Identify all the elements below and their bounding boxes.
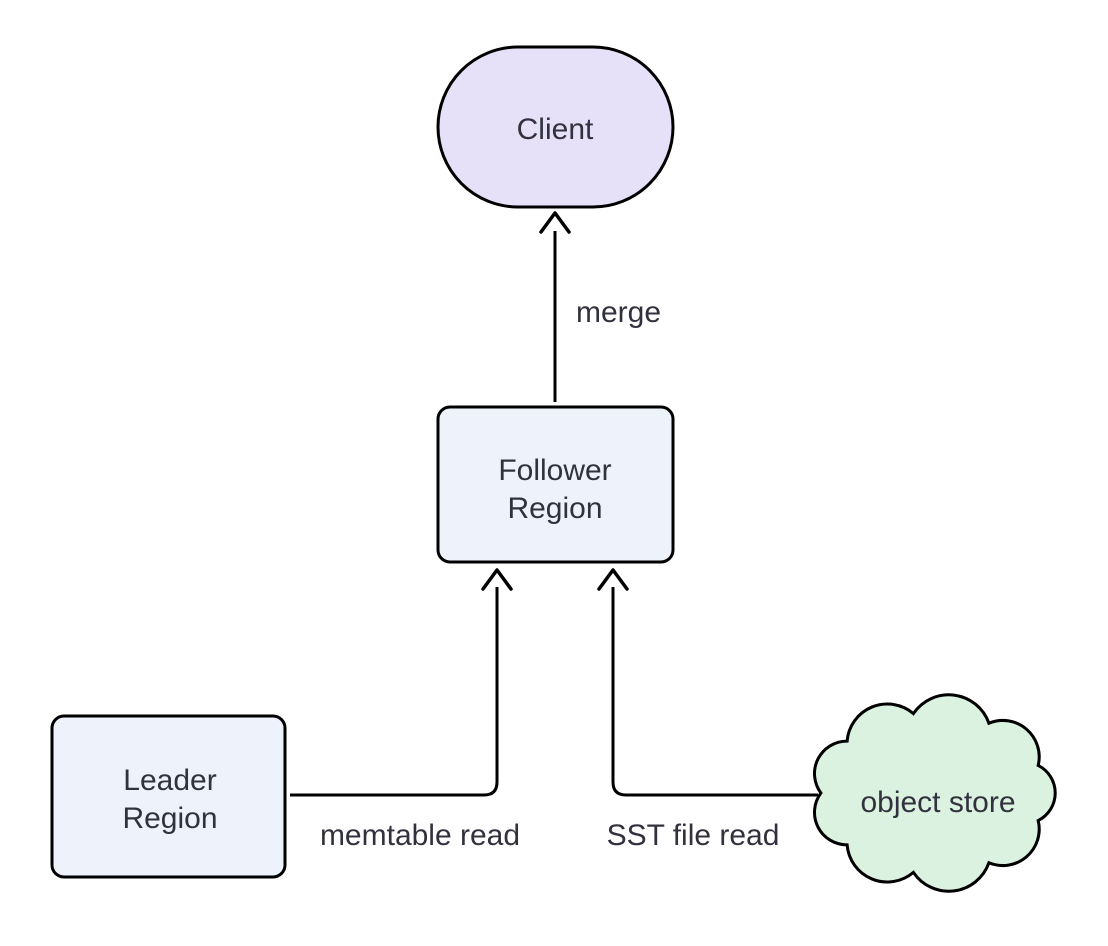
edge-sst-line: [611, 587, 818, 797]
node-object-store: object store: [813, 693, 1057, 893]
node-client: Client: [436, 45, 675, 209]
object-store-label: object store: [860, 786, 1015, 819]
edge-sst-label: SST file read: [607, 819, 780, 852]
client-label: Client: [517, 113, 594, 146]
edge-objectstore-to-follower: SST file read: [597, 568, 818, 852]
follower-region-label-line1: Follower: [498, 454, 611, 487]
follower-region-label-line2: Region: [507, 492, 602, 525]
edge-memtable-line: [290, 587, 499, 797]
leader-region-label-line2: Region: [122, 802, 217, 835]
edge-leader-to-follower: memtable read: [290, 568, 520, 852]
client-stadium-shape: [436, 45, 675, 209]
arrowhead-up-icon: [539, 211, 571, 234]
node-follower-region: Follower Region: [436, 405, 675, 564]
arrowhead-up-icon: [597, 568, 629, 591]
edge-follower-to-client: merge: [539, 211, 661, 402]
arrowhead-up-icon: [481, 568, 513, 591]
edge-memtable-label: memtable read: [320, 819, 520, 852]
edge-merge-label: merge: [576, 296, 661, 329]
node-leader-region: Leader Region: [50, 714, 287, 879]
follower-region-rect-shape: [436, 405, 675, 564]
leader-region-label-line1: Leader: [123, 764, 216, 797]
leader-region-rect-shape: [50, 714, 287, 879]
object-store-cloud-shape: [813, 693, 1057, 893]
